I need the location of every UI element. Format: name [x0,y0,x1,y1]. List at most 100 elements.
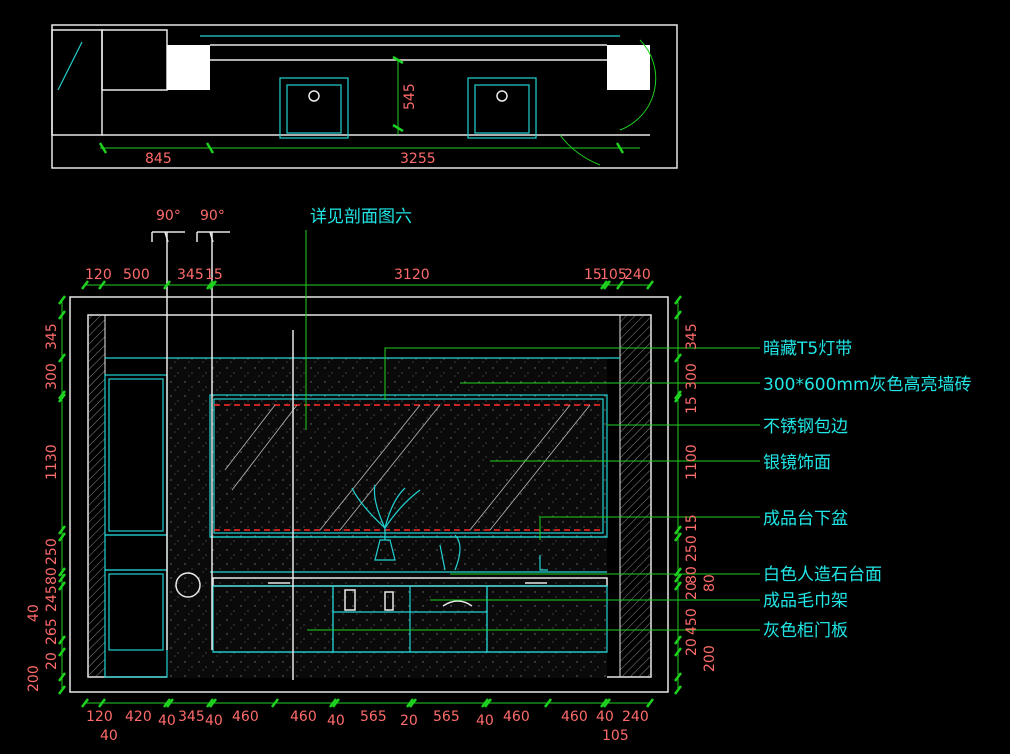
dim-tick [58,525,66,535]
dim-tick [206,698,214,708]
dim-tick [58,573,66,583]
top-dim-label: 240 [624,267,651,283]
dim-tick [58,685,66,695]
dim-tick [674,581,682,591]
plan-dim-label: 3255 [400,151,436,167]
dim-tick [674,573,682,583]
bottom-dim-label: 40 [327,713,345,729]
faucet-left [439,534,461,571]
right-dim-label: 15 [684,396,700,414]
bottom-dim-label: 460 [503,709,530,725]
left-dim-label: 345 [44,323,60,350]
left-dim-label: 265 [44,618,60,645]
bottom-dim-label: 40 [596,709,614,725]
dim-tick [409,698,417,708]
plan-basin-right [467,77,537,139]
dim-tick [166,698,174,708]
dim-tick [674,390,682,400]
left-dim-label: 1130 [44,444,60,480]
left-dim-label: 245 [44,585,60,612]
right-dim-label: 450 [684,608,700,635]
tall-cabinet-lower-door [108,573,164,651]
dim-tick [163,698,171,708]
callout-label: 白色人造石台面 [763,565,882,585]
bottom-dim-label: 40 [205,713,223,729]
callout-label: 灰色柜门板 [763,621,848,641]
plan-basin-left-inner [286,84,342,134]
right-dim-label: 20 [684,638,700,656]
angle-marker-left: 90° [151,208,185,650]
left-wall-section [87,314,106,678]
angle-label: 90° [156,208,181,224]
dim-tick [163,280,171,290]
dim-tick [674,532,682,542]
dim-tick [58,295,66,305]
callout-label: 300*600mm灰色高亮墙砖 [763,375,972,395]
left-dimension-chain: 345 300 1130 250 80 245 40 265 20 200 [26,300,63,692]
plan-dim-tick [615,142,625,154]
tall-cabinet-upper [104,374,168,536]
plan-left-cabinet [51,29,103,136]
plan-dim-label: 845 [145,151,172,167]
elevation-view: 详见剖面图六 90° 90° 暗藏T5灯带 300*600mm灰色高亮墙砖 不锈… [69,207,972,693]
bottom-dim-label: 120 [86,709,113,725]
angle-marker-right: 90° [196,208,230,650]
dim-tick [209,698,217,708]
bottom-dimension-chain: 120 420 40 345 40 460 460 40 565 20 565 … [85,702,650,744]
dim-tick [674,647,682,657]
top-dim-label: 15 [205,267,223,283]
left-dim-label: 80 [44,567,60,585]
callout-label: 银镜饰面 [763,453,831,473]
dim-tick [674,393,682,403]
dim-tick [58,672,66,682]
plan-basin-right-inner [474,84,530,134]
left-dim-label: 250 [44,538,60,565]
dim-tick [603,280,611,290]
callout-label: 成品台下盆 [763,509,848,529]
tall-cabinet-mid [104,534,168,571]
plan-faucet-left [308,90,320,102]
dim-tick [98,698,106,708]
top-dimension-chain: 120 500 345 15 3120 15 105 240 [85,267,651,286]
dim-tick [603,698,611,708]
top-dim-label: 345 [177,267,204,283]
dim-tick [674,685,682,695]
rolled-towel [442,600,473,607]
dim-tick [646,698,654,708]
left-dim-label: 20 [44,652,60,670]
dim-tick [406,698,414,708]
callout-label: 不锈钢包边 [763,417,848,437]
angle-label: 90° [200,208,225,224]
dim-tick [674,672,682,682]
callout-leaders [307,347,760,631]
dim-tick [600,698,608,708]
bottom-dim-label: 345 [178,709,205,725]
top-dim-label: 120 [85,267,112,283]
bottom-dim-label: 420 [125,709,152,725]
dim-tick [674,567,682,577]
orchid-plant [351,484,421,561]
top-dim-label: 15 [584,267,602,283]
dim-tick [58,635,66,645]
plan-door-swing-left [57,41,83,91]
tall-cabinet-lower [104,569,168,678]
top-dim-label: 105 [600,267,627,283]
faucet-right [539,555,548,571]
plan-faucet-right [496,90,508,102]
right-dim-label: 345 [684,323,700,350]
bottom-dim-label: 40 [476,713,494,729]
section-note: 详见剖面图六 [310,207,412,227]
right-dim-label: 250 [684,535,700,562]
right-wall-section [619,314,652,678]
dim-tick [98,280,106,290]
toiletry-bottle [384,591,394,611]
top-dim-label: 500 [123,267,150,283]
bottom-dim-label: 40 [100,728,118,744]
left-dim-label: 40 [26,604,42,622]
dim-tick [206,280,214,290]
plan-white-column-left [167,45,210,90]
plan-door-arc [619,39,657,131]
bottom-dim-label: 460 [232,709,259,725]
dim-tick [674,525,682,535]
